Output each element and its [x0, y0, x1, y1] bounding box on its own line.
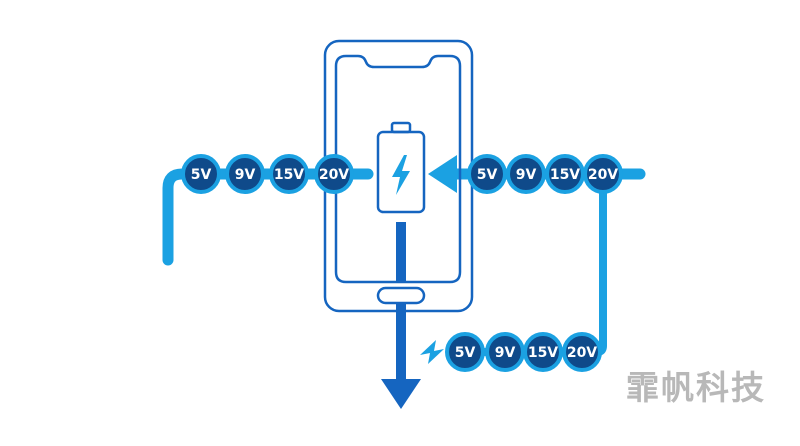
right-label-5v: 5V: [477, 167, 498, 183]
left-label-5v: 5V: [191, 167, 212, 183]
output-line: [396, 304, 406, 382]
left-label-15v: 15V: [274, 167, 304, 183]
right-arrow-head: [428, 155, 457, 193]
bottom-label-15v: 15V: [528, 345, 558, 361]
bottom-node-15v: [523, 332, 563, 372]
bottom-node-5v: [445, 332, 485, 372]
left-label-9v: 9V: [235, 167, 256, 183]
right-voltage-nodes: 5V 9V 15V 20V: [467, 154, 623, 194]
right-label-20v: 20V: [588, 167, 618, 183]
left-label-20v: 20V: [319, 167, 349, 183]
battery-to-port-cable: [396, 222, 406, 282]
bottom-node-20v: [562, 332, 602, 372]
lightning-icon: [392, 155, 410, 195]
bottom-voltage-nodes: 5V 9V 15V 20V: [445, 332, 602, 372]
right-label-15v: 15V: [550, 167, 580, 183]
right-node-9v: [506, 154, 546, 194]
left-node-5v: [181, 154, 221, 194]
bottom-lightning-arrow-icon: [420, 340, 444, 364]
left-node-9v: [225, 154, 265, 194]
right-label-9v: 9V: [516, 167, 537, 183]
left-voltage-nodes: 5V 9V 15V 20V: [181, 154, 354, 194]
left-node-15v: [269, 154, 309, 194]
output-arrow-down: [381, 379, 421, 409]
right-node-20v: [583, 154, 623, 194]
watermark-text: 霏帆科技: [626, 368, 766, 407]
usb-c-port: [376, 286, 426, 305]
right-node-5v: [467, 154, 507, 194]
left-node-20v: [314, 154, 354, 194]
bottom-label-5v: 5V: [455, 345, 476, 361]
bottom-label-20v: 20V: [567, 345, 597, 361]
battery-icon: [376, 121, 426, 214]
bottom-label-9v: 9V: [495, 345, 516, 361]
